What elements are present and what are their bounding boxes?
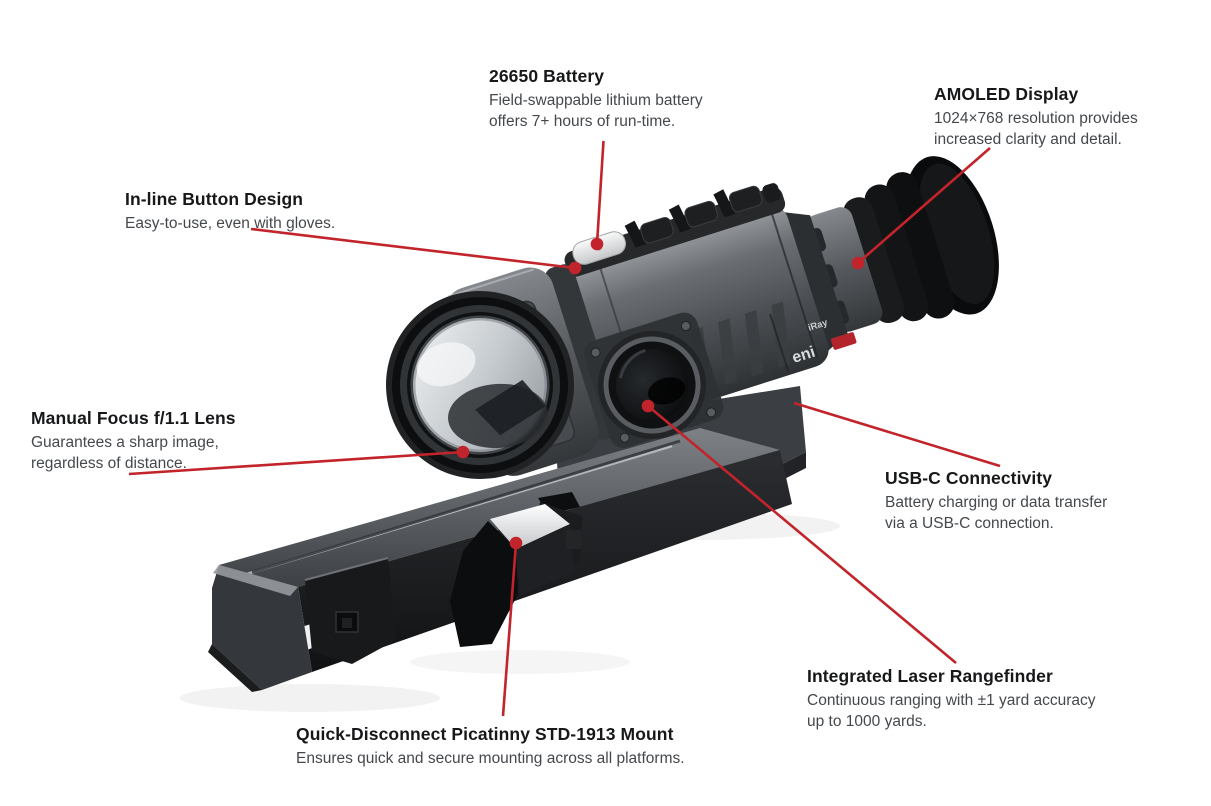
rail-groove [251, 439, 681, 574]
callout-laser-desc: up to 1000 yards. [807, 713, 927, 730]
callout-line-amoled [857, 147, 991, 264]
callout-dot-amoled [851, 256, 865, 270]
callout-mount-desc: Ensures quick and secure mounting across… [296, 750, 685, 767]
rubber-eyecup [843, 156, 999, 324]
objective-lens [386, 291, 574, 479]
picatinny-mount [208, 386, 806, 692]
callout-line-laser [647, 405, 957, 664]
callout-amoled-title: AMOLED Display [934, 84, 1079, 104]
callout-usbc-desc: via a USB-C connection. [885, 515, 1054, 532]
rail-end-chamfer [213, 565, 298, 596]
callout-lines [128, 140, 1001, 717]
callout-mount: Quick-Disconnect Picatinny STD-1913 Moun… [296, 724, 726, 769]
clamp-knob-block [304, 557, 396, 664]
callout-focus-title: Manual Focus f/1.1 Lens [31, 408, 236, 428]
callout-battery-desc: Field-swappable lithium battery [489, 92, 703, 109]
callout-amoled-desc: increased clarity and detail. [934, 131, 1122, 148]
callout-line-mount [501, 542, 518, 717]
callout-usbc-title: USB-C Connectivity [885, 468, 1053, 488]
callout-amoled-desc: 1024×768 resolution provides [934, 110, 1138, 127]
brand-red-badge [830, 332, 857, 350]
callout-line-usbc [793, 401, 1001, 468]
callout-focus: Manual Focus f/1.1 Lens Guarantees a sha… [31, 408, 281, 474]
callout-line-battery [595, 140, 605, 245]
callout-focus-desc: regardless of distance. [31, 455, 187, 472]
laser-rangefinder-module [584, 312, 724, 448]
callout-dot-laser [641, 399, 655, 413]
callout-amoled: AMOLED Display 1024×768 resolution provi… [934, 84, 1184, 150]
callout-dot-battery [590, 237, 604, 251]
callout-laser-desc: Continuous ranging with ±1 yard accuracy [807, 692, 1096, 709]
rail-end-cap [212, 565, 312, 690]
control-buttons [624, 183, 781, 248]
callout-dot-mount [509, 536, 523, 550]
callout-line-inline-button [250, 227, 576, 270]
qd-lever-clamp [450, 492, 582, 647]
rail-top-face [219, 428, 780, 587]
brand-model-text: eni [790, 344, 817, 367]
qd-block-side [516, 524, 574, 596]
callout-line-focus [128, 450, 464, 476]
callout-battery-title: 26650 Battery [489, 66, 605, 86]
callout-laser-title: Integrated Laser Rangefinder [807, 666, 1053, 686]
callout-usbc-desc: Battery charging or data transfer [885, 494, 1108, 511]
thermal-scope: iRay eni [386, 156, 999, 479]
callout-inline-button-desc: Easy-to-use, even with gloves. [125, 215, 336, 232]
callout-inline-button-title: In-line Button Design [125, 189, 304, 209]
rail-end-shadow [208, 644, 262, 692]
callout-focus-desc: Guarantees a sharp image, [31, 434, 219, 451]
qd-lever-top [490, 504, 570, 549]
callout-laser: Integrated Laser Rangefinder Continuous … [807, 666, 1137, 732]
callout-inline-button: In-line Button Design Easy-to-use, even … [125, 189, 405, 234]
callout-mount-title: Quick-Disconnect Picatinny STD-1913 Moun… [296, 724, 674, 744]
qd-tab [566, 530, 581, 549]
qd-lever-handle [450, 521, 518, 647]
callout-dots [456, 237, 865, 550]
callout-usbc: USB-C Connectivity Battery charging or d… [885, 468, 1155, 534]
callout-dot-inline-button [568, 261, 582, 275]
brand-decals: iRay eni [769, 313, 857, 372]
callout-dot-focus [456, 445, 470, 459]
callout-battery-desc: offers 7+ hours of run-time. [489, 113, 676, 130]
callout-battery: 26650 Battery Field-swappable lithium ba… [489, 66, 749, 132]
